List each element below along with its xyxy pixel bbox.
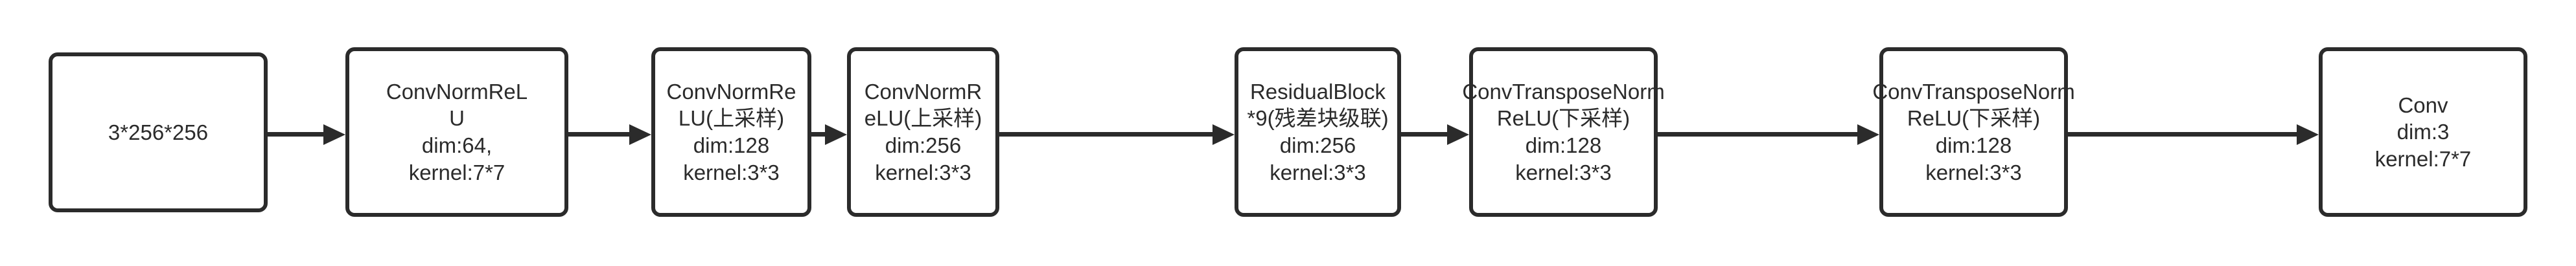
node-label-line: *9(残差块级联) <box>1247 106 1389 131</box>
edge-shaft <box>568 132 632 137</box>
node-label-line: kernel:3*3 <box>683 160 780 184</box>
arrow-head-icon <box>825 124 847 145</box>
node-input-tensor[interactable]: 3*256*256 <box>49 52 268 212</box>
node-residual-block-256[interactable]: ResidualBlock*9(残差块级联)dim:256 kernel:3*3 <box>1235 47 1401 217</box>
node-label-line: kernel:3*3 <box>1515 160 1612 184</box>
node-label-line: dim:3 <box>2396 120 2450 144</box>
arrow-head-icon <box>629 124 651 145</box>
node-label-line: ReLU(下采样) <box>1496 106 1630 131</box>
node-label-line: Conv <box>2398 93 2448 117</box>
node-label-line: dim:128 <box>1935 133 2012 157</box>
node-label-line: eLU(上采样) <box>864 106 982 131</box>
arrow-head-icon <box>2297 124 2319 145</box>
edge-shaft <box>1658 132 1860 137</box>
node-label-line: dim:128 <box>693 133 770 157</box>
edge-shaft <box>999 132 1215 137</box>
node-label-line: ResidualBlock <box>1249 79 1386 104</box>
node-label-line: LU(上采样) <box>678 106 785 131</box>
arrow-head-icon <box>1447 124 1469 145</box>
node-label-line: dim:256 <box>1279 133 1356 157</box>
node-label-line: dim:64, <box>421 133 493 157</box>
arrow-head-icon <box>323 124 345 145</box>
node-label-line: ConvNormR <box>864 79 982 104</box>
node-label-line: kernel:3*3 <box>875 160 971 184</box>
node-label-line: kernel:3*3 <box>1270 160 1366 184</box>
node-label-line: ConvTransposeNorm <box>1462 79 1665 104</box>
node-label-line: kernel:7*7 <box>2374 146 2472 171</box>
node-label-line: ReLU(下采样) <box>1907 106 2041 131</box>
arrow-head-icon <box>1213 124 1235 145</box>
edge-shaft <box>2068 132 2299 137</box>
edge-shaft <box>1401 132 1450 137</box>
node-label-line: U <box>449 106 465 131</box>
edge-shaft <box>268 132 326 137</box>
arrow-head-icon <box>1857 124 1879 145</box>
node-label-line: dim:128 <box>1525 133 1602 157</box>
node-label-line: ConvNormRe <box>666 79 796 104</box>
node-label-line: kernel:3*3 <box>1925 160 2022 184</box>
node-label-line: kernel:7*7 <box>408 160 505 184</box>
node-label-line: ConvTransposeNorm <box>1872 79 2075 104</box>
node-label-line: ConvNormReL <box>386 79 528 104</box>
node-label-line: dim:256 <box>885 133 962 157</box>
edge-shaft <box>811 132 828 137</box>
node-label-line: 3*256*256 <box>108 120 209 144</box>
